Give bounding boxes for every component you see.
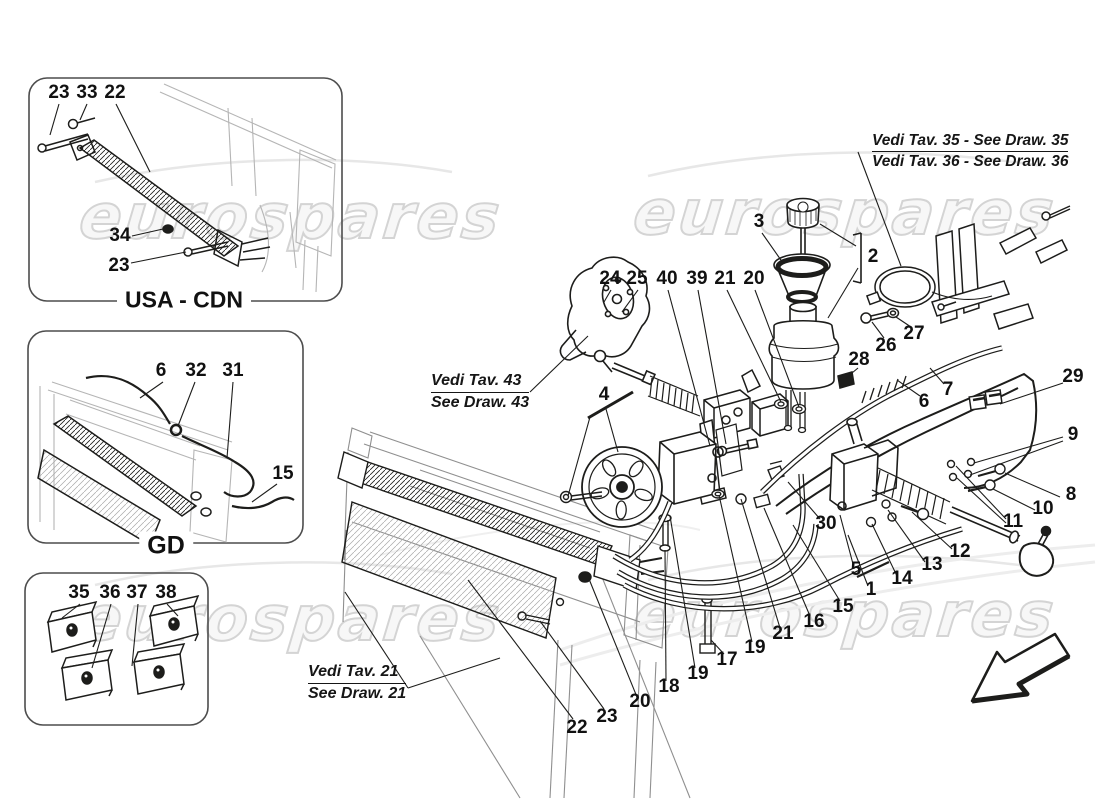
inset-clips-drawing bbox=[46, 594, 200, 701]
leader-lines-main bbox=[344, 151, 1064, 720]
grommet-20 bbox=[578, 571, 592, 583]
leader-lines bbox=[49, 103, 187, 264]
inset-gd-drawing bbox=[37, 374, 295, 547]
inset-box-clips bbox=[24, 572, 209, 726]
radiator-core bbox=[341, 501, 557, 639]
bolt-23-main bbox=[517, 611, 551, 625]
steering-rack-right bbox=[829, 417, 1055, 577]
inset-box-gd bbox=[27, 330, 304, 544]
power-steering-pump bbox=[657, 423, 759, 505]
reservoir-funnel bbox=[773, 253, 831, 304]
hose-15 bbox=[231, 496, 295, 510]
banjo-bolt bbox=[716, 438, 759, 457]
pump-pulley bbox=[559, 446, 663, 528]
steering-knuckle bbox=[559, 256, 701, 417]
tie-rod-left bbox=[611, 362, 656, 386]
connector-29 bbox=[968, 389, 1003, 411]
reservoir-cap bbox=[786, 197, 820, 229]
oil-cooler-core bbox=[52, 415, 198, 517]
bolt-33 bbox=[67, 117, 96, 130]
grommet-34 bbox=[162, 224, 174, 234]
leader-lines bbox=[61, 603, 179, 669]
bolt-23-upper bbox=[37, 133, 89, 153]
direction-arrow bbox=[970, 632, 1071, 704]
hose-coil-section bbox=[861, 375, 907, 404]
main-radiator bbox=[337, 427, 691, 799]
clip-36 bbox=[60, 649, 114, 701]
pulley-bolt bbox=[559, 490, 603, 504]
clip-38 bbox=[148, 594, 200, 647]
background-radiator bbox=[39, 381, 233, 543]
washer-27 bbox=[886, 307, 900, 319]
radiator-core bbox=[37, 448, 161, 547]
fluid-reservoir bbox=[768, 197, 840, 434]
hose-31 bbox=[181, 435, 255, 498]
hydraulic-pipes bbox=[612, 345, 1038, 612]
background-radiator bbox=[159, 83, 337, 293]
grommet-32 bbox=[169, 423, 183, 437]
oil-cooler-core bbox=[78, 139, 240, 257]
inset-usa-cdn-drawing bbox=[37, 83, 337, 293]
tie-rod-end bbox=[1018, 525, 1055, 577]
reservoir-tank bbox=[768, 301, 840, 390]
pump-fasteners bbox=[658, 460, 785, 654]
hose-6 bbox=[85, 374, 171, 425]
clip-35 bbox=[46, 600, 98, 653]
bellows-right bbox=[871, 467, 951, 525]
washer bbox=[555, 597, 565, 607]
bellows-left bbox=[647, 375, 701, 417]
clip-37 bbox=[132, 643, 186, 695]
rack-fasteners bbox=[865, 457, 1006, 528]
clip-28 bbox=[837, 371, 855, 389]
cooler-pipes bbox=[239, 237, 271, 261]
inset-box-usa-cdn bbox=[28, 77, 343, 302]
leader-lines bbox=[139, 381, 278, 503]
reservoir-clamp-bracket bbox=[837, 205, 1071, 389]
bolt-26 bbox=[860, 311, 889, 324]
